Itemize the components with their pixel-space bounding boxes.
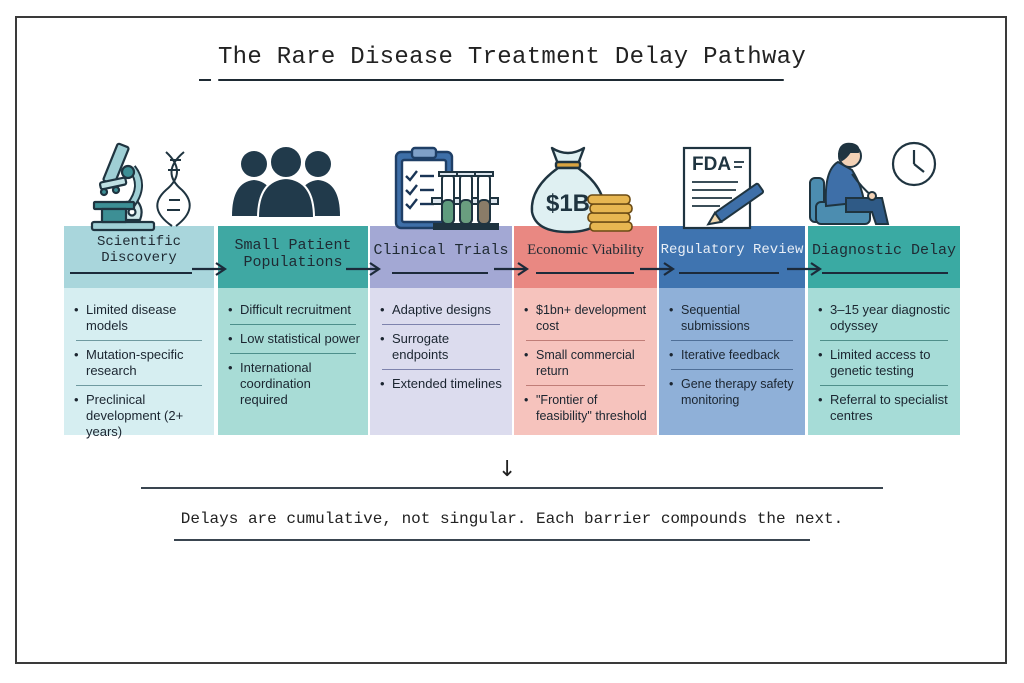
title-underline-tick	[199, 79, 211, 81]
stage-item: Small commercial return	[524, 341, 649, 385]
stage-item: Difficult recruitment	[228, 296, 360, 324]
stage-item: Mutation-specific research	[74, 341, 206, 385]
header-underline	[392, 272, 488, 274]
stage-item: Limited disease models	[74, 296, 206, 340]
stage-item: Low statistical power	[228, 325, 360, 353]
stage-header: Scientific Discovery	[64, 226, 214, 288]
summary-text: Delays are cumulative, not singular. Eac…	[180, 510, 844, 528]
stage-title: Diagnostic Delay	[811, 241, 957, 259]
flow-arrow-5	[787, 262, 822, 276]
stage-body: $1bn+ development cost Small commercial …	[514, 288, 657, 435]
stage-item: Gene therapy safety monitoring	[669, 370, 797, 414]
flow-arrow-3	[494, 262, 529, 276]
stage-item: 3–15 year diagnostic odyssey	[818, 296, 952, 340]
waiting-patient-clock-icon	[809, 141, 937, 225]
header-underline	[679, 272, 779, 274]
summary-bottom-rule	[174, 539, 810, 541]
flow-arrow-2	[346, 262, 381, 276]
diagram-title: The Rare Disease Treatment Delay Pathway	[217, 44, 807, 71]
summary-top-rule	[141, 487, 883, 489]
stage-title: Economic Viability	[527, 241, 644, 258]
stage-body: Limited disease models Mutation-specific…	[64, 288, 214, 439]
stage-body: Sequential submissions Iterative feedbac…	[659, 288, 805, 435]
microscope-dna-icon	[90, 142, 191, 232]
down-arrow-icon: ↓	[498, 457, 517, 482]
header-underline	[536, 272, 634, 274]
diagram-frame	[15, 16, 1007, 664]
stage-item: Surrogate endpoints	[380, 325, 504, 369]
stage-body: Adaptive designs Surrogate endpoints Ext…	[370, 288, 512, 435]
stage-title: Scientific Discovery	[96, 234, 181, 266]
stage-item: International coordination required	[228, 354, 360, 414]
fda-document-pen-icon: FDA	[682, 146, 765, 230]
stage-header: Clinical Trials	[370, 226, 512, 288]
stage-item: Iterative feedback	[669, 341, 797, 369]
stage-title: Regulatory Review	[660, 242, 804, 258]
stage-header: Regulatory Review	[659, 226, 805, 288]
stage-item: Sequential submissions	[669, 296, 797, 340]
stage-header: Diagnostic Delay	[808, 226, 960, 288]
stage-title: Clinical Trials	[373, 241, 509, 259]
stage-item: "Frontier of feasibility" threshold	[524, 386, 649, 430]
people-group-icon	[232, 145, 340, 218]
stage-title: Small Patient Populations	[234, 237, 352, 271]
header-underline	[70, 272, 192, 274]
clipboard-test-tubes-icon	[394, 146, 499, 230]
stage-item: Limited access to genetic testing	[818, 341, 952, 385]
stage-header: Economic Viability	[514, 226, 657, 288]
stage-item: $1bn+ development cost	[524, 296, 649, 340]
fda-label: FDA	[692, 154, 731, 175]
flow-arrow-1	[192, 262, 227, 276]
header-underline	[822, 272, 948, 274]
stage-item: Preclinical development (2+ years)	[74, 386, 206, 446]
stage-body: 3–15 year diagnostic odyssey Limited acc…	[808, 288, 960, 435]
stage-item: Adaptive designs	[380, 296, 504, 324]
stage-item: Referral to specialist centres	[818, 386, 952, 430]
stage-header: Small Patient Populations	[218, 226, 368, 288]
flow-arrow-4	[640, 262, 675, 276]
money-bag-label: $1B	[546, 190, 590, 217]
stage-item: Extended timelines	[380, 370, 504, 398]
stage-body: Difficult recruitment Low statistical po…	[218, 288, 368, 435]
money-bag-coins-icon: $1B	[530, 146, 633, 234]
title-underline	[218, 79, 784, 81]
